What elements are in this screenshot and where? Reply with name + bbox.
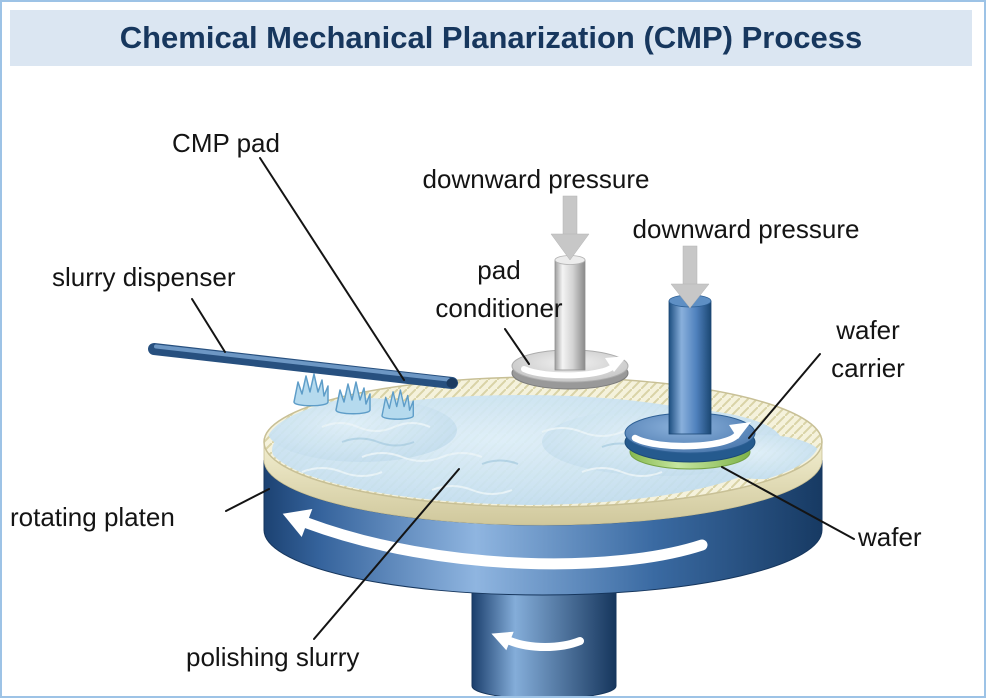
label-slurry-dispenser: slurry dispenser — [52, 262, 236, 292]
label-wafer-carrier: wafer carrier — [831, 312, 905, 387]
wafer-carrier-shape — [624, 294, 756, 470]
leader-line-pad-conditioner — [504, 328, 530, 365]
leader-line-wafer-carrier — [748, 353, 821, 439]
downward-pressure-arrow-left — [550, 195, 590, 261]
leader-line-slurry-dispenser — [191, 298, 226, 353]
downward-pressure-arrow-right — [670, 245, 710, 309]
label-polishing-slurry: polishing slurry — [186, 642, 360, 672]
leader-line-wafer — [721, 466, 855, 540]
platen-rotation-arrow — [282, 509, 708, 570]
label-wafer-carrier-line2: carrier — [831, 352, 905, 383]
conditioner-rotation-arrow — [521, 356, 627, 379]
label-wafer-carrier-line1: wafer — [836, 315, 900, 345]
label-downward-pressure-left: downward pressure — [422, 164, 650, 194]
slurry-wave-highlights — [301, 422, 663, 495]
page-title: Chemical Mechanical Planarization (CMP) … — [119, 20, 863, 55]
leader-lines — [191, 157, 855, 640]
pad-conditioner-shape — [511, 255, 629, 390]
label-downward-pressure-right: downward pressure — [632, 214, 860, 244]
leader-line-polishing-slurry — [313, 468, 460, 640]
leader-line-cmp-pad — [259, 157, 405, 381]
label-pad-conditioner: pad conditioner — [435, 252, 562, 327]
label-pad-conditioner-line2: conditioner — [435, 292, 563, 323]
leader-line-rotating-platen — [225, 488, 270, 512]
title-bar: Chemical Mechanical Planarization (CMP) … — [10, 10, 972, 66]
label-wafer: wafer — [858, 522, 922, 552]
label-rotating-platen: rotating platen — [10, 502, 175, 532]
label-pad-conditioner-line1: pad — [477, 255, 521, 285]
carrier-rotation-arrow — [631, 422, 751, 450]
label-cmp-pad: CMP pad — [172, 128, 280, 158]
shaft-rotation-arrow — [491, 631, 584, 651]
